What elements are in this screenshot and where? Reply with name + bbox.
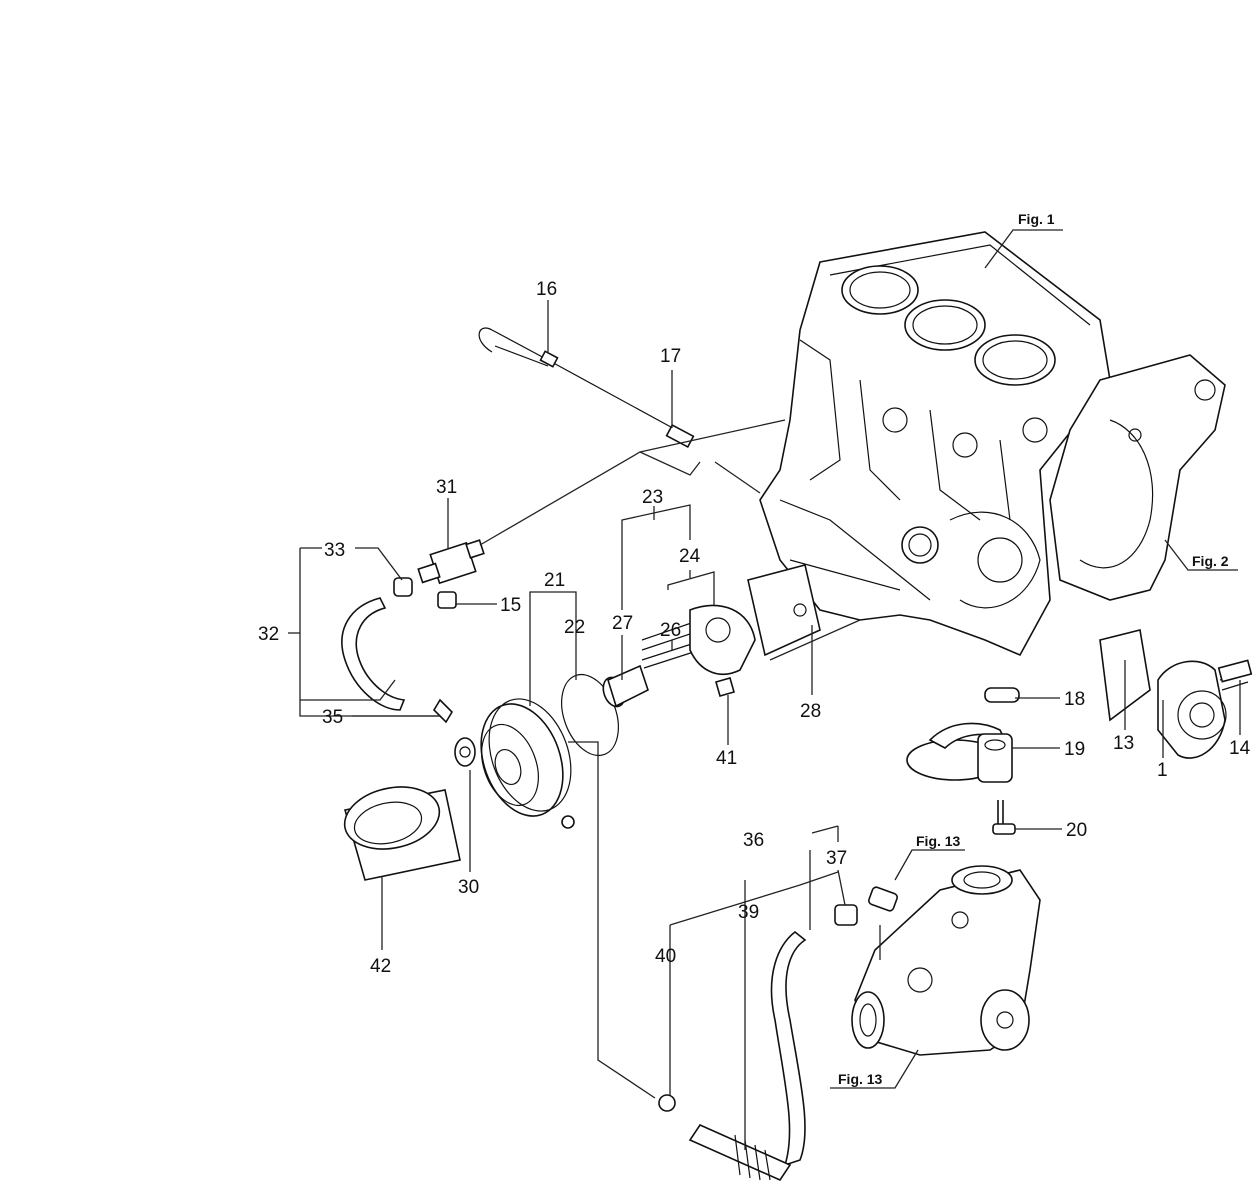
callout-labels: 16 17 31 23 33 24 21 15 22 27 26 32 28 1… <box>258 279 1251 977</box>
leader-lines <box>288 229 1241 1150</box>
oil-strainer <box>906 687 1020 835</box>
callout-20: 20 <box>1066 820 1087 841</box>
callout-17: 17 <box>660 346 681 367</box>
figure-references: Fig. 1 Fig. 2 Fig. 13 Fig. 13 <box>838 211 1229 1087</box>
callout-35: 35 <box>322 707 343 728</box>
callout-19: 19 <box>1064 739 1085 760</box>
callout-23: 23 <box>642 487 663 508</box>
fig-ref-block: Fig. 1 <box>1018 211 1055 227</box>
oil-hose-lower <box>658 904 858 1182</box>
fig-ref-gear-case: Fig. 2 <box>1192 553 1229 569</box>
callout-42: 42 <box>370 956 391 977</box>
water-pump <box>851 865 1041 1056</box>
callout-27: 27 <box>612 613 633 634</box>
callout-24: 24 <box>679 546 701 567</box>
callout-15: 15 <box>500 595 521 616</box>
callout-41: 41 <box>716 748 737 769</box>
callout-21: 21 <box>544 570 565 591</box>
oil-pump <box>1099 629 1253 759</box>
callout-37: 37 <box>826 848 847 869</box>
fig-ref-pump-bottom: Fig. 13 <box>838 1071 883 1087</box>
callout-33: 33 <box>324 540 345 561</box>
callout-40: 40 <box>655 946 676 967</box>
callout-31: 31 <box>436 477 457 498</box>
callout-14: 14 <box>1229 738 1251 759</box>
callout-22: 22 <box>564 617 585 638</box>
callout-1: 1 <box>1157 760 1168 781</box>
callout-28: 28 <box>800 701 821 722</box>
callout-39: 39 <box>738 902 759 923</box>
callout-30: 30 <box>458 877 479 898</box>
oil-filter <box>343 737 476 881</box>
callout-16: 16 <box>536 279 557 300</box>
callout-18: 18 <box>1064 689 1085 710</box>
callout-36: 36 <box>743 830 764 851</box>
fig-ref-pump-top: Fig. 13 <box>916 833 961 849</box>
callout-26: 26 <box>660 620 681 641</box>
oil-pipe-assembly <box>341 539 485 724</box>
dipstick <box>478 327 695 449</box>
callout-13: 13 <box>1113 733 1134 754</box>
callout-32: 32 <box>258 624 279 645</box>
relief-valve-assembly <box>602 564 821 708</box>
engine-block <box>759 231 1226 657</box>
